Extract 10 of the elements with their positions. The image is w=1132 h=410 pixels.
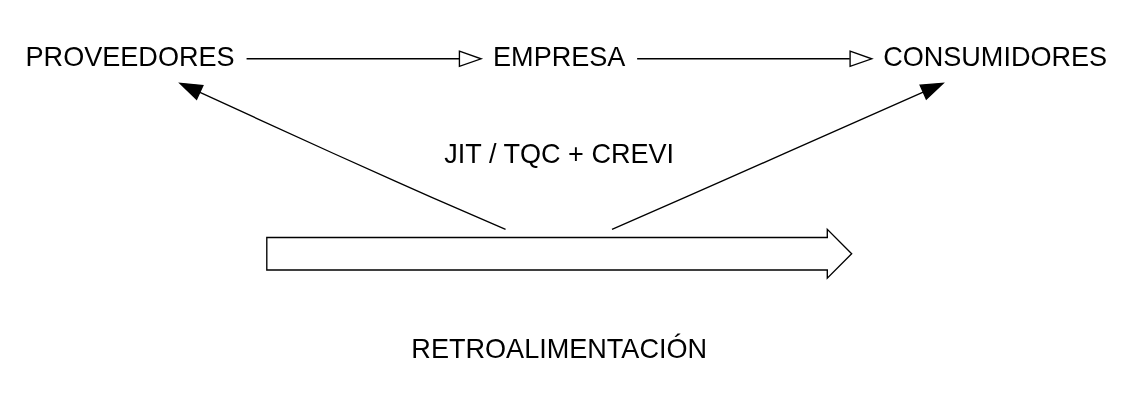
label: RETROALIMENTACIÓN <box>411 332 708 364</box>
arrow <box>636 50 874 68</box>
label: JIT / TQC + CREVI <box>444 138 675 170</box>
node-arrow <box>266 227 853 280</box>
node-text: PROVEEDORES <box>25 40 235 72</box>
arrow <box>611 82 945 230</box>
arrow <box>245 50 484 68</box>
node-text: CONSUMIDORES <box>883 40 1108 72</box>
node-text: EMPRESA <box>493 40 626 72</box>
arrow <box>178 82 507 231</box>
